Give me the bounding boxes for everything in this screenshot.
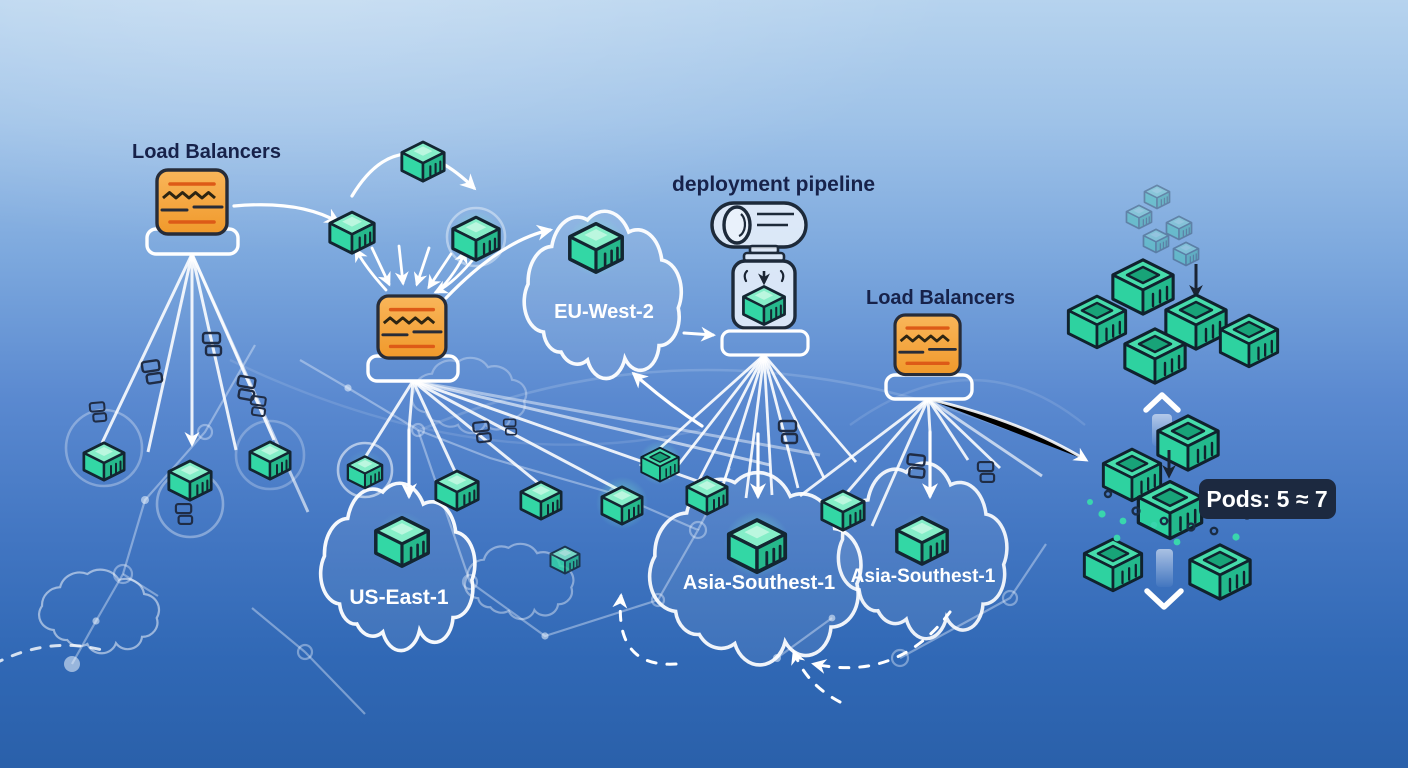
pod-cube-icon [1218, 313, 1280, 369]
container-cube-icon [820, 489, 866, 532]
pod-cube-icon [1066, 294, 1128, 350]
pipeline-bracket [720, 329, 810, 357]
arrow-lb-to-cube [232, 203, 341, 224]
chevron-up-icon [1143, 392, 1181, 413]
region-cloud-asia-left: Asia-Southest-1 [647, 470, 863, 667]
region-label-asia-right: Asia-Southest-1 [851, 566, 996, 587]
chevron-down-icon [1144, 588, 1184, 610]
dashed-failover-arrows [0, 593, 952, 704]
region-label-us-east-1: US-East-1 [349, 586, 449, 609]
container-cube-icon [451, 215, 501, 262]
traffic-lines-mid-lb [364, 379, 821, 494]
load-balancer-icon [376, 294, 448, 360]
traffic-lines-pipeline [639, 353, 858, 499]
container-cube-icon [328, 210, 376, 255]
region-cloud-asia-right: Asia-Southest-1 [836, 461, 1009, 641]
container-cube-icon [248, 440, 292, 481]
request-chip-icon [174, 503, 194, 525]
container-cube-icon [1142, 228, 1170, 254]
load-balancer-bracket [366, 354, 460, 383]
load-balancer-icon [893, 313, 962, 377]
region-label-asia-left: Asia-Southest-1 [683, 572, 835, 594]
container-cubes [82, 140, 866, 575]
container-cube-icon [729, 520, 785, 572]
container-cube-icon [600, 485, 644, 526]
container-cube-icon [568, 221, 624, 274]
container-cube-icon [167, 459, 213, 502]
region-clouds: Asia-Southest-1 Asia-Southest-1 US-East-… [319, 209, 1009, 667]
scale-bar [1156, 549, 1173, 587]
deployment-pipeline-label: deployment pipeline [672, 173, 875, 196]
request-chip-icon [140, 358, 164, 386]
container-cube-icon [685, 475, 729, 516]
pod-cube-icon [1082, 537, 1144, 593]
container-cube-icon [1172, 241, 1200, 267]
load-balancer-right: Load Balancers [866, 287, 1015, 401]
arrow-into-eu-bottom [631, 371, 704, 428]
container-cube-icon [400, 140, 446, 183]
traffic-lines-right-lb [799, 397, 1089, 527]
container-cube-icon [519, 480, 563, 521]
region-cloud-us-east-1: US-East-1 [319, 481, 477, 653]
container-cube-icon [434, 469, 480, 512]
container-cube-icon [1143, 184, 1171, 210]
autoscaling-cluster: Pods: 5 ≈ 7 [1066, 184, 1336, 610]
arrow-eu-to-pipeline [682, 326, 716, 342]
load-balancer-left: Load Balancers [132, 141, 281, 256]
pod-cube-icon [1111, 258, 1175, 316]
container-cube-icon [82, 441, 126, 482]
pod-cube-icon [1188, 543, 1252, 601]
container-cube-icon [374, 515, 430, 568]
container-cube-icon [1165, 215, 1193, 241]
arrow-to-eu-cloud [444, 224, 554, 300]
scaling-dots [1087, 489, 1252, 546]
container-cube-icon [346, 455, 384, 490]
pods-badge: Pods: 5 ≈ 7 [1199, 479, 1336, 519]
container-cube-icon [895, 515, 949, 566]
deployment-pipeline: deployment pipeline [672, 173, 875, 357]
request-chip-icon [88, 400, 108, 424]
load-balancer-mid [366, 294, 460, 383]
container-cube-icon [1125, 204, 1153, 230]
region-cloud-eu-west-2: EU-West-2 [522, 209, 683, 381]
container-cube-icon [549, 545, 581, 575]
background-cloud-icon [38, 569, 160, 654]
request-chip-icon [976, 461, 996, 483]
region-label-eu-west-2: EU-West-2 [554, 301, 654, 323]
container-cube-icon [742, 285, 786, 326]
flow-arrows [232, 152, 938, 500]
load-balancers-label: Load Balancers [132, 141, 281, 163]
pipeline-inner [742, 269, 786, 326]
load-balancer-icon [155, 168, 229, 236]
load-balancers-label: Load Balancers [866, 287, 1015, 309]
pods-badge-label: Pods: 5 ≈ 7 [1206, 486, 1327, 512]
ghost-cubes [1125, 184, 1200, 267]
